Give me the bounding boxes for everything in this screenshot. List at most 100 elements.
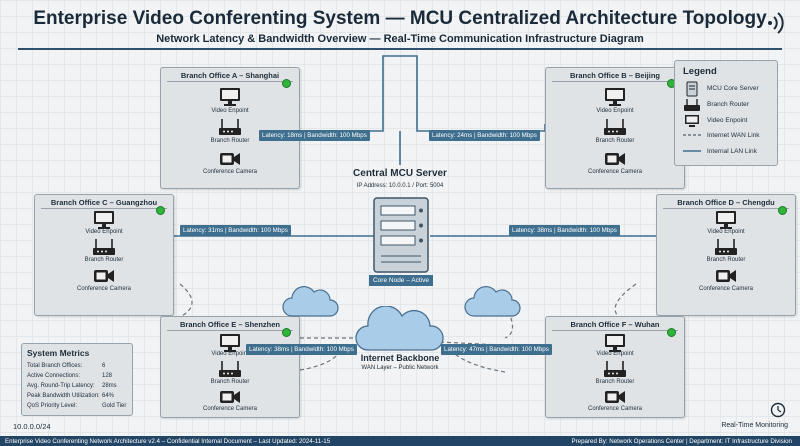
status-dot (156, 206, 165, 215)
device-label: Video Enpoint (85, 229, 123, 235)
monitoring-status: Real-Time Monitoring (721, 422, 788, 429)
status-dot (667, 328, 676, 337)
office-title-rule (552, 81, 678, 82)
backbone-title: Internet Backbone (360, 353, 440, 363)
monitor-icon (685, 115, 699, 127)
internet-backbone-cloud-icon[interactable] (352, 306, 448, 354)
router-icon (93, 239, 115, 255)
legend-item: Branch Router (707, 101, 749, 108)
subnet-label: 10.0.0.0/24 (13, 422, 51, 431)
camera-icon (605, 153, 625, 165)
wan-link-f-lower (454, 353, 506, 373)
device-label: Branch Router (595, 138, 635, 144)
legend-item: MCU Core Server (707, 85, 759, 92)
office-d[interactable]: Branch Office D – Chengdu Video Enpoint … (656, 194, 796, 316)
lan-link-swatch (683, 150, 701, 152)
office-title-rule (552, 330, 678, 331)
router-icon (715, 239, 737, 255)
server-icon (686, 81, 698, 97)
device-label: Video Enpoint (596, 351, 634, 357)
monitor-icon (94, 211, 114, 229)
camera-icon (716, 270, 736, 282)
camera-icon (605, 391, 625, 403)
router-icon (604, 119, 626, 135)
office-a[interactable]: Branch Office A – Shanghai Video Enpoint… (160, 67, 300, 189)
monitor-icon (220, 88, 240, 106)
page-title: Enterprise Video Conferenting System — M… (33, 8, 767, 29)
metric-value: 6 (102, 363, 106, 369)
device-label: Conference Camera (202, 406, 258, 412)
camera-icon (220, 391, 240, 403)
header-rule (18, 48, 782, 50)
camera-icon (220, 153, 240, 165)
status-dot (282, 79, 291, 88)
legend-item: Internet WAN Link (707, 132, 760, 139)
mcu-title: Central MCU Server (353, 168, 447, 179)
router-icon (684, 99, 700, 111)
office-e-title: Branch Office E – Shenzhen (179, 320, 281, 329)
device-label: Conference Camera (587, 169, 643, 175)
metric-value: 64% (102, 393, 115, 399)
monitor-icon (605, 334, 625, 352)
metric-label: QoS Priority Level: (27, 403, 78, 409)
wan-link-right-cloud (504, 304, 514, 339)
office-c[interactable]: Branch Office C – Guangzhou Video Enpoin… (34, 194, 174, 316)
latency-label-f: Latency: 47ms | Bandwidth: 100 Mbps (441, 344, 552, 355)
metric-label: Active Connections: (27, 373, 81, 379)
mcu-server-icon[interactable] (370, 196, 432, 274)
device-label: Video Enpoint (211, 351, 249, 357)
mcu-ip-address: IP Address: 10.0.0.1 / Port: 5004 (356, 183, 444, 189)
footer-left-text: Enterprise Video Conferenting Network Ar… (5, 437, 331, 445)
clock-icon (770, 402, 786, 418)
latency-label-c: Latency: 31ms | Bandwidth: 100 Mbps (180, 225, 291, 236)
device-label: Video Enpoint (211, 108, 249, 114)
office-b[interactable]: Branch Office B – Beijing Video Enpoint … (545, 67, 685, 189)
device-label: Branch Router (210, 138, 250, 144)
legend: Legend MCU Core Server Branch Router Vid… (674, 60, 778, 166)
office-f[interactable]: Branch Office F – Wuhan Video Enpoint Br… (545, 316, 685, 418)
page-subtitle: Network Latency & Bandwidth Overview — R… (156, 33, 644, 45)
wan-link-d (614, 283, 637, 319)
router-icon (604, 361, 626, 377)
metrics-title: System Metrics (27, 348, 90, 358)
system-metrics-panel: System Metrics Total Branch Offices: 6 A… (21, 343, 133, 416)
cloud-icon (282, 286, 339, 317)
wan-link-c (177, 283, 193, 319)
office-c-title: Branch Office C – Guangzhou (50, 198, 158, 207)
device-label: Conference Camera (76, 286, 132, 292)
metric-value: Gold Tier (102, 403, 127, 409)
device-label: Branch Router (210, 379, 250, 385)
legend-item: Video Enpoint (707, 117, 748, 124)
device-label: Video Enpoint (707, 229, 745, 235)
device-label: Video Enpoint (596, 108, 634, 114)
device-label: Conference Camera (202, 169, 258, 175)
device-label: Conference Camera (587, 406, 643, 412)
metric-label: Peak Bandwidth Utilization: (27, 393, 100, 399)
office-title-rule (41, 208, 167, 209)
office-title-rule (167, 330, 293, 331)
monitor-icon (716, 211, 736, 229)
signal-icon (768, 12, 784, 34)
monitor-icon (605, 88, 625, 106)
device-label: Conference Camera (698, 286, 754, 292)
office-d-title: Branch Office D – Chengdu (677, 198, 775, 207)
cloud-icon (464, 286, 521, 317)
latency-label-a: Latency: 18ms | Bandwidth: 100 Mbps (259, 130, 370, 141)
footer-right-text: Prepared By: Network Operations Center |… (571, 437, 792, 445)
device-label: Branch Router (595, 379, 635, 385)
office-a-title: Branch Office A – Shanghai (180, 71, 280, 80)
latency-label-b: Latency: 24ms | Bandwidth: 100 Mbps (429, 130, 540, 141)
office-f-title: Branch Office F – Wuhan (570, 320, 660, 329)
camera-icon (94, 270, 114, 282)
metric-label: Total Branch Offices: (27, 363, 83, 369)
status-dot (282, 328, 291, 337)
office-e[interactable]: Branch Office E – Shenzhen Video Enpoint… (160, 316, 300, 418)
latency-label-d: Latency: 38ms | Bandwidth: 100 Mbps (509, 225, 620, 236)
latency-label-e: Latency: 38ms | Bandwidth: 100 Mbps (246, 344, 357, 355)
legend-item: Internal LAN Link (707, 148, 757, 155)
office-title-rule (663, 208, 789, 209)
office-title-rule (167, 81, 293, 82)
device-label: Branch Router (706, 257, 746, 263)
device-label: Branch Router (84, 257, 124, 263)
core-node-badge: Core Node – Active (369, 275, 433, 286)
